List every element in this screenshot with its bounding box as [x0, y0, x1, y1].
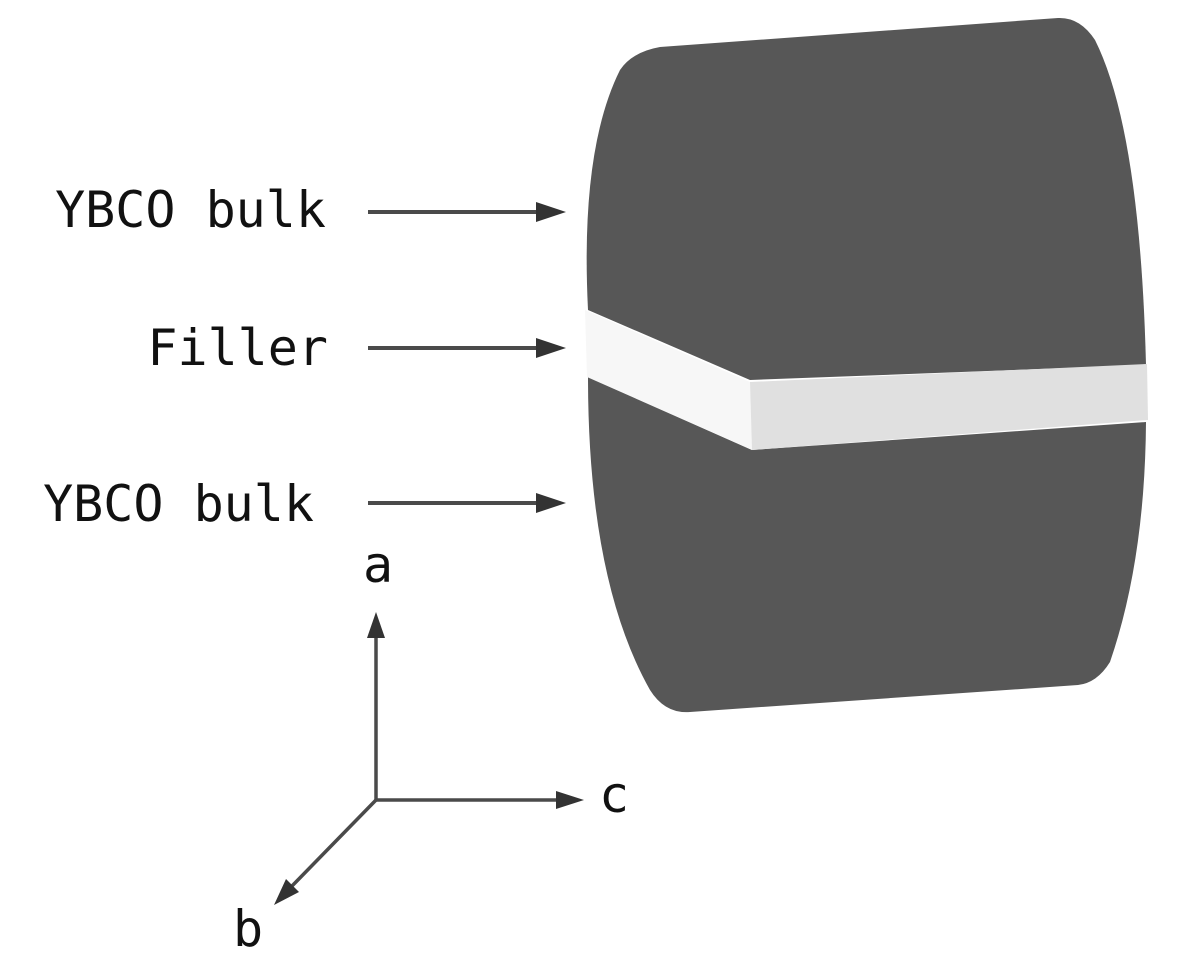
lower-bulk-label: YBCO bulk [43, 475, 314, 533]
axis-b-label: b [233, 900, 263, 958]
lower-bulk-arrow [368, 493, 566, 513]
axis-c-label: c [599, 766, 629, 824]
filler-front-face [585, 310, 752, 450]
filler-side-face [750, 364, 1148, 450]
axis-a [367, 612, 385, 800]
filler-arrow [368, 338, 566, 358]
upper-bulk-arrow [368, 202, 566, 222]
upper-ybco-bulk [586, 17, 1146, 380]
axis-b [274, 798, 378, 905]
axis-c [376, 791, 584, 809]
upper-bulk-label: YBCO bulk [55, 181, 326, 239]
lower-ybco-bulk [588, 377, 1146, 713]
filler-label: Filler [147, 319, 328, 377]
axis-a-label: a [363, 536, 393, 594]
